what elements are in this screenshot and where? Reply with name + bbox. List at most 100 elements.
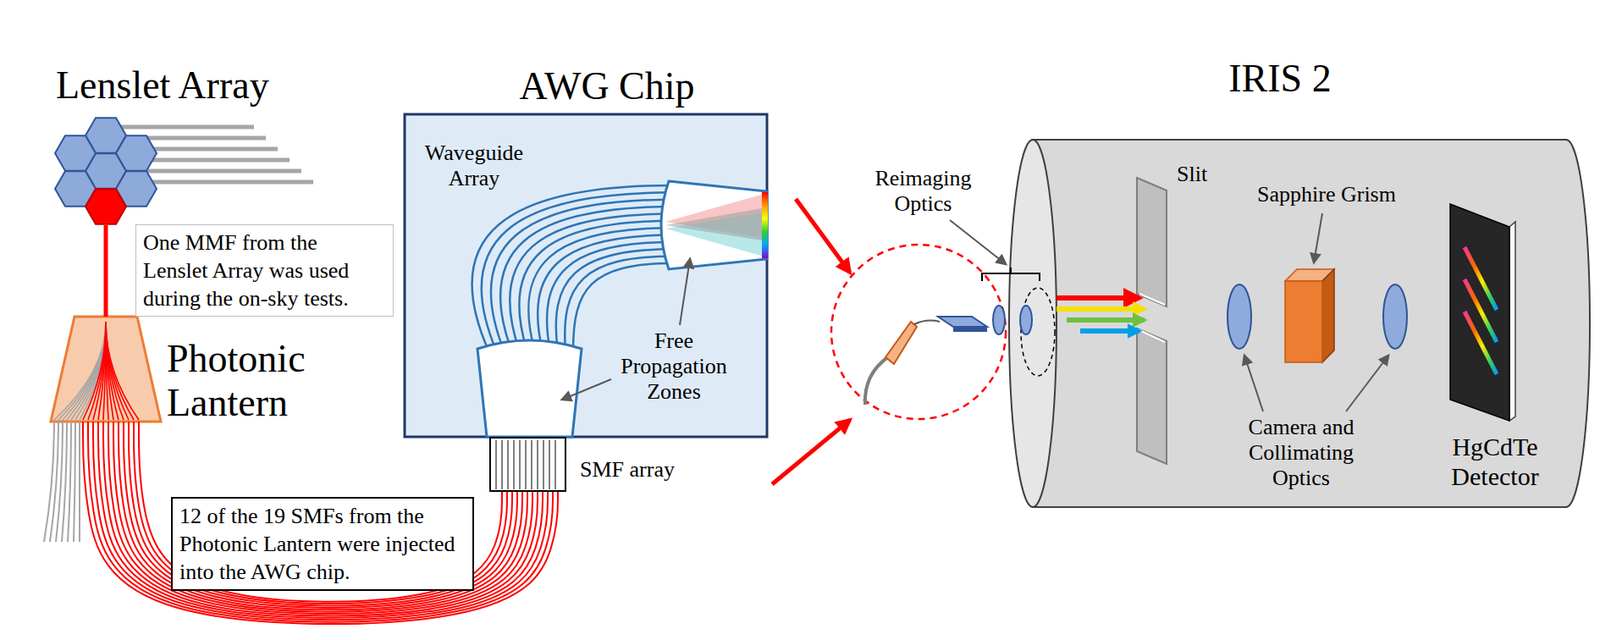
fiber-path <box>123 421 518 608</box>
lenslet-array: Lenslet Array <box>50 64 322 226</box>
fiber-link <box>914 320 940 325</box>
note-text: One MMF from the Lenslet Array was used … <box>143 228 387 313</box>
fiber-channel <box>531 440 533 490</box>
leader-line <box>679 259 690 326</box>
fiber-strand <box>93 321 106 420</box>
reimaging-block <box>937 316 988 327</box>
fiber-strand <box>66 321 106 420</box>
label-anchor: Camera and Collimating Optics <box>1237 414 1365 492</box>
beam <box>1056 295 1140 301</box>
cryostat-body <box>1032 139 1590 508</box>
note-box: 12 of the 19 SMFs from the Photonic Lant… <box>171 496 475 591</box>
spectrum-trace <box>1464 311 1497 375</box>
waveguide <box>500 206 674 351</box>
label-anchor: Reimaging Optics <box>866 165 981 217</box>
part-label: Free Propagation Zones <box>614 328 734 405</box>
detector-edge <box>1509 221 1516 421</box>
fiber-path <box>88 421 553 623</box>
entrance-window <box>1020 287 1055 376</box>
part-label: Reimaging Optics <box>866 165 981 217</box>
slit-plate <box>1136 328 1167 464</box>
fiber-channel <box>555 440 557 490</box>
note-text: 12 of the 19 SMFs from the Photonic Lant… <box>179 502 466 586</box>
part-title: Photonic Lantern <box>166 336 345 425</box>
zoom-circle <box>831 244 1006 420</box>
beam <box>1056 306 1145 312</box>
part-title: IRIS 2 <box>1009 57 1551 100</box>
lantern-fibers <box>54 321 139 420</box>
fiber-strand <box>58 321 106 420</box>
fiber-channel <box>513 440 515 490</box>
spectrum-trace <box>1464 279 1497 343</box>
part-label: SMF array <box>579 457 690 483</box>
fiber-path <box>103 421 538 616</box>
grism <box>1322 269 1335 363</box>
free-propagation-zone <box>661 181 767 270</box>
beam <box>1080 328 1140 334</box>
fiber-path <box>108 421 533 614</box>
fiber-strand <box>67 421 72 542</box>
fiber-strand <box>75 321 106 420</box>
leader-line <box>1313 213 1323 263</box>
lenslet-hexagons <box>55 117 157 225</box>
fiber-channel <box>549 440 551 490</box>
fiber-path <box>118 421 523 610</box>
slit-edge <box>1139 293 1165 305</box>
label-anchor: Free Propagation Zones <box>614 328 734 405</box>
fiber-channel <box>496 440 497 490</box>
leader-line <box>1244 355 1264 412</box>
beam <box>1066 317 1145 323</box>
fiber-strand <box>73 421 76 542</box>
fiber-path <box>113 421 528 613</box>
fiber-strand <box>62 321 106 420</box>
detector: HgCdTe Detector <box>1431 431 1559 493</box>
chip-substrate <box>404 114 767 437</box>
fiber-strand <box>71 321 106 420</box>
fiber-connector <box>105 225 107 317</box>
grism: Sapphire Grism <box>1233 182 1420 210</box>
fiber-bundle <box>82 421 558 624</box>
fiber-path <box>98 421 543 618</box>
fiber-channel <box>507 440 509 490</box>
fiber-channel <box>537 440 539 490</box>
fiber-path <box>104 225 109 317</box>
fiber-strand <box>61 421 67 542</box>
lens <box>993 305 1005 335</box>
leader-line <box>1346 355 1389 412</box>
fiber-strand <box>105 321 139 420</box>
fiber-path <box>128 421 513 606</box>
waveguide <box>509 213 674 351</box>
lantern-body <box>50 316 161 422</box>
part-title: AWG Chip <box>425 65 789 108</box>
waveguide <box>546 242 674 351</box>
part-label: Camera and Collimating Optics <box>1237 414 1365 492</box>
slit: Slit <box>1176 161 1228 189</box>
output-spectrum <box>761 192 768 259</box>
fiber-strand <box>105 321 124 420</box>
reimaging-block <box>953 326 988 332</box>
fiber-channel <box>502 440 503 490</box>
spectrum-trace <box>1464 247 1497 310</box>
waveguide <box>491 199 674 351</box>
fiber-strand <box>78 421 81 542</box>
zoom-arrow <box>795 198 850 273</box>
waveguide-array <box>471 185 674 351</box>
fiber-path <box>93 421 548 620</box>
unused-fibers <box>44 421 80 542</box>
part-label: Slit <box>1176 161 1228 188</box>
fiber-channel <box>543 440 545 490</box>
waveguide <box>518 220 674 351</box>
camera-lens <box>1383 284 1407 349</box>
waveguide <box>537 235 674 351</box>
zoom-arrow <box>772 419 850 485</box>
part-label: Sapphire Grism <box>1233 182 1420 208</box>
detector-array <box>1450 204 1510 421</box>
cryostat-window <box>1009 139 1057 508</box>
fiber-strand <box>98 321 106 420</box>
label-anchor: Waveguide Array <box>419 140 530 192</box>
fiber-path <box>133 421 508 604</box>
leader-line <box>562 379 612 400</box>
grism <box>1285 281 1323 363</box>
leader-line <box>949 220 1006 265</box>
fiber-strand <box>54 321 106 420</box>
